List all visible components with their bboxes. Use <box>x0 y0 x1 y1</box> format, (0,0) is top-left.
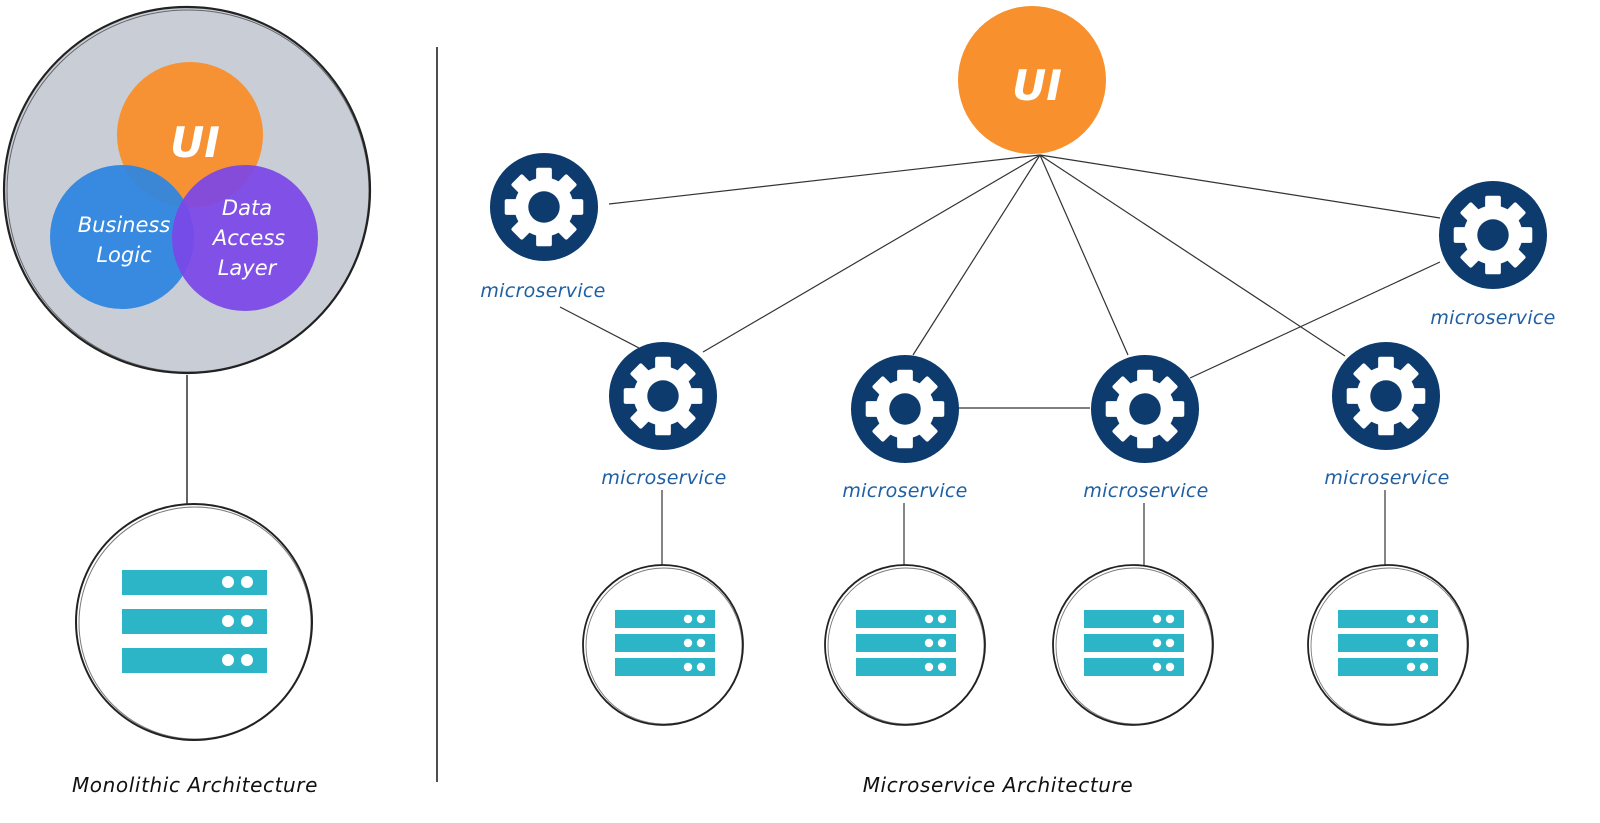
server-stack-icon <box>122 570 267 673</box>
microservice-database <box>1307 564 1469 726</box>
connection-lines <box>559 154 1441 568</box>
monolith-caption: Monolithic Architecture <box>72 773 318 797</box>
microservice-node: microservice <box>601 341 726 489</box>
server-stack-icon <box>1084 610 1184 676</box>
data-access-line2: Access <box>211 226 285 250</box>
microservice-ui-circle: UI <box>958 6 1106 154</box>
microservice-label: microservice <box>842 480 967 502</box>
microservice-node: microservice <box>480 152 605 302</box>
data-access-layer-circle: Data Access Layer <box>172 165 318 311</box>
microservice-node: microservice <box>842 354 967 502</box>
microservice-database <box>824 564 986 726</box>
gear-icon <box>1090 354 1200 464</box>
monolith-ui-label: UI <box>170 118 220 167</box>
microservice-caption: Microservice Architecture <box>863 773 1134 797</box>
monolith-section: UI Business Logic Data Access Layer <box>2 5 372 797</box>
gear-icon <box>1438 180 1548 290</box>
data-access-line1: Data <box>222 196 272 220</box>
microservice-label: microservice <box>1430 307 1555 329</box>
microservice-node: microservice <box>1430 180 1555 329</box>
microservice-node: microservice <box>1324 341 1449 489</box>
server-stack-icon <box>856 610 956 676</box>
data-access-line3: Layer <box>218 256 278 280</box>
gear-icon <box>1331 341 1441 451</box>
microservice-node: microservice <box>1083 354 1208 502</box>
microservice-section: UI microservice microservice microservic… <box>480 6 1555 797</box>
microservice-label: microservice <box>601 467 726 489</box>
microservice-database <box>582 564 744 726</box>
microservice-database <box>1052 564 1214 726</box>
server-stack-icon <box>1338 610 1438 676</box>
monolith-database <box>75 503 313 741</box>
gear-icon <box>850 354 960 464</box>
business-logic-line1: Business <box>78 213 171 237</box>
gear-icon <box>489 152 599 262</box>
microservice-label: microservice <box>480 280 605 302</box>
business-logic-line2: Logic <box>96 243 152 267</box>
business-logic-circle: Business Logic <box>50 165 194 309</box>
gear-icon <box>608 341 718 451</box>
microservice-label: microservice <box>1324 467 1449 489</box>
microservice-label: microservice <box>1083 480 1208 502</box>
server-stack-icon <box>615 610 715 676</box>
microservice-ui-label: UI <box>1012 61 1062 110</box>
